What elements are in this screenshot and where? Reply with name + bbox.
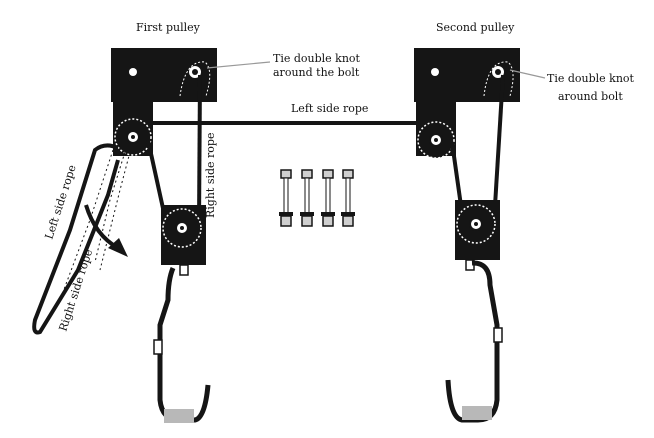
first-right-rope-down: [197, 74, 202, 226]
tie-knot-1-leader: [206, 61, 271, 69]
second-bike-hook: [445, 260, 500, 423]
right-side-rope-diag-label: Right side rope: [56, 248, 95, 333]
right-side-rope-vertical-label: Right side rope: [204, 133, 217, 219]
tie-knot-1-line2: around the bolt: [273, 66, 360, 79]
tie-knot-2-line2: around bolt: [558, 90, 623, 103]
bolt-icon: [279, 169, 293, 227]
first-hook-pad: [164, 409, 194, 423]
first-bike-hook: [157, 267, 211, 423]
bolt-icon: [341, 169, 355, 227]
second-pulley-label: Second pulley: [436, 21, 515, 34]
bolt-hardware-set: [279, 169, 355, 227]
second-pulley-assembly: [414, 48, 520, 423]
hanging-rope-loop: [32, 143, 131, 335]
left-side-rope-top-label: Left side rope: [291, 102, 368, 115]
tie-knot-1-line1: Tie double knot: [273, 52, 361, 65]
left-side-rope-diag-label: Left side rope: [42, 163, 78, 241]
tie-knot-2-line1: Tie double knot: [547, 72, 635, 85]
first-pulley-assembly: [111, 48, 217, 423]
tie-knot-2-leader: [509, 69, 546, 79]
bolt-icon: [321, 169, 335, 227]
second-bracket-hole: [431, 68, 439, 76]
first-bracket-hole: [129, 68, 137, 76]
first-pulley-label: First pulley: [136, 21, 201, 34]
second-hook-pad: [462, 406, 492, 420]
bolt-icon: [300, 169, 314, 227]
